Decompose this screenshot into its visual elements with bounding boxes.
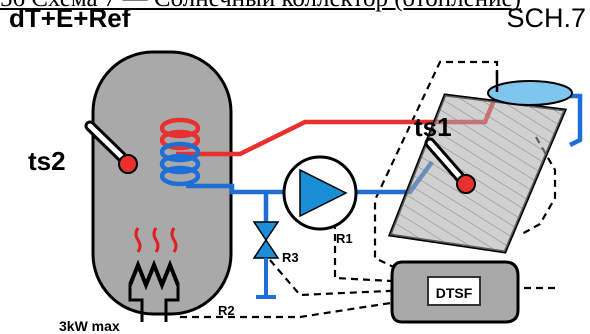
heater-label: 3kW max (59, 318, 120, 334)
scheme-id: SCH.7 (506, 3, 586, 33)
heat-exchanger-coil (159, 117, 201, 187)
wire-ts1-collector (373, 60, 499, 276)
controller-box (390, 260, 520, 324)
r3-label: R3 (282, 250, 299, 265)
electric-heater-icon (128, 227, 180, 322)
solar-collector (387, 70, 573, 254)
wire-r2 (180, 298, 411, 319)
diverter-valve (252, 221, 280, 299)
return-pipe (565, 93, 583, 148)
r2-label: R2 (218, 303, 235, 318)
ts1-thermometer-icon (424, 137, 476, 194)
scheme-title: dT+E+Ref (9, 3, 131, 33)
ts1-label: ts1 (414, 112, 452, 142)
wire-collector-sensor (519, 136, 557, 236)
wire-r3 (269, 259, 411, 297)
ts2-label: ts2 (28, 146, 66, 176)
storage-tank (91, 50, 233, 316)
control-wires (180, 60, 557, 319)
top-heading-fragment: 56 Схема 7 — Солнечный коллектор (отопле… (0, 0, 521, 13)
ts2-thermometer-icon (84, 120, 138, 174)
r1-label: R1 (336, 231, 353, 246)
wire-r1 (333, 222, 411, 284)
circulation-pump (282, 155, 358, 231)
controller-label: DTSF (436, 285, 473, 301)
